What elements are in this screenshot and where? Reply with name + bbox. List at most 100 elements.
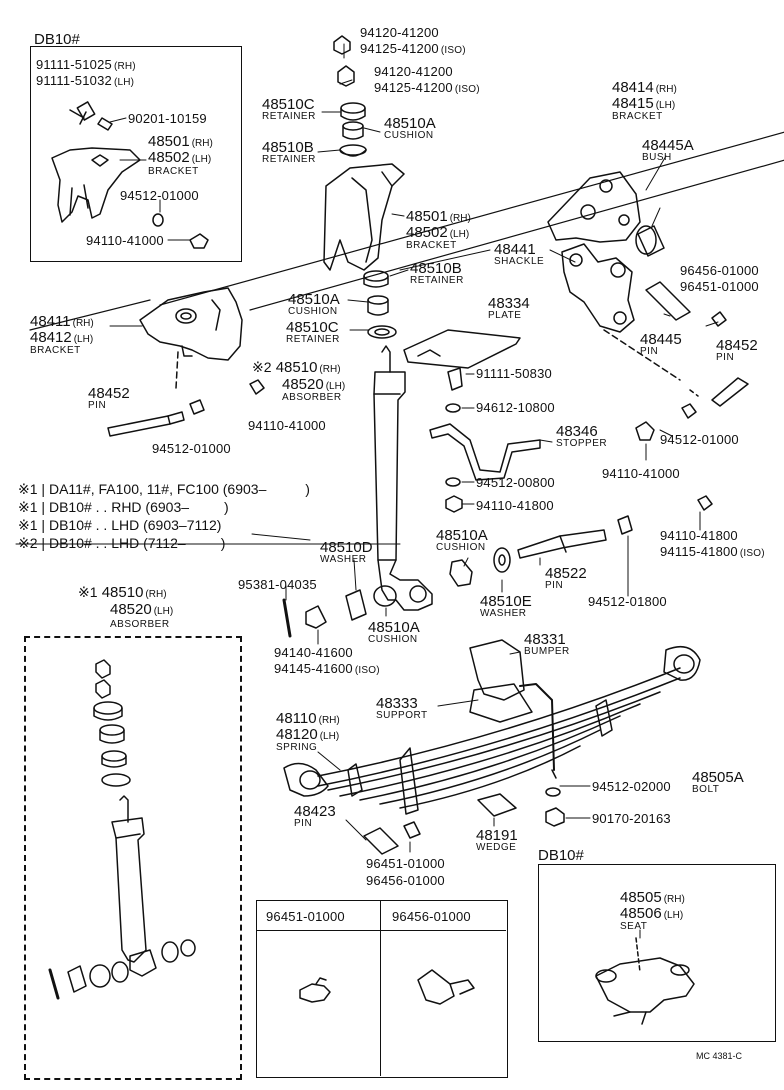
cotter-95381-label: 95381-04035 xyxy=(238,577,317,592)
lower-mount-stack xyxy=(363,270,397,339)
shock-absorber-drawing xyxy=(373,345,433,611)
lh-tag: (LH) xyxy=(655,100,676,111)
iso-tag: (ISO) xyxy=(454,84,480,95)
bumper-48331-number: 48331 xyxy=(524,631,566,648)
note-1: ※1 | DA11#, FA100, 11#, FC100 (6903– ) xyxy=(18,481,310,497)
absorber1-dashed-box xyxy=(24,636,242,1080)
right-pins-drawing xyxy=(635,281,749,441)
bracket-48415-number: 48415 xyxy=(612,95,654,112)
absorber1-rh-label: ※1 48510(RH) xyxy=(78,585,167,600)
washer-94512-00800-label: 94512-00800 xyxy=(476,475,555,490)
bolt-rh-label: 91111-51025(RH) xyxy=(36,58,136,72)
note-2: ※1 | DB10# . . RHD (6903– ) xyxy=(18,499,229,515)
frame-rail-line xyxy=(249,159,784,311)
spring-pin-drawing xyxy=(363,821,421,855)
cushion-48510a-label: 48510A CUSHION xyxy=(384,116,436,141)
fittings-table xyxy=(256,900,508,1078)
nut-94145-label: 94145-41600(ISO) xyxy=(274,662,380,676)
absorber2-rh-label: ※2 48510(RH) xyxy=(252,360,341,375)
pin-48452-left-name: PIN xyxy=(88,400,107,411)
right-bracket-drawing xyxy=(547,171,665,257)
spring-48120-number: 48120 xyxy=(276,726,318,743)
washer-48510e-label: 48510E WASHER xyxy=(480,594,532,619)
bracket-48502-label: 48502(LH) xyxy=(148,150,211,165)
absorber1-mark: ※1 xyxy=(78,584,98,600)
absorber1-name: ABSORBER xyxy=(110,619,170,630)
retainer-48510c-name: RETAINER xyxy=(262,111,316,122)
bracket-name: BRACKET xyxy=(148,166,199,177)
iso-tag: (ISO) xyxy=(440,45,466,56)
pin-48452-right-label: 48452 PIN xyxy=(716,338,758,363)
cushion-48510a-name: CUSHION xyxy=(384,130,434,141)
shock-bracket-lh-number: 48502 xyxy=(406,224,448,241)
iso-tag: (ISO) xyxy=(739,548,765,559)
lh-tag: (LH) xyxy=(663,910,684,921)
bolt-lh-side: (LH) xyxy=(113,77,135,88)
shock-bracket-lh-label: 48502(LH) xyxy=(406,225,469,240)
iso-tag: (ISO) xyxy=(354,665,380,676)
plate-48334-name: PLATE xyxy=(488,310,522,321)
nut-94110-label: 94110-41000 xyxy=(86,233,164,248)
spring-name: SPRING xyxy=(276,742,318,753)
washer-48510e-name: WASHER xyxy=(480,608,527,619)
retainer-48510c-2-number: 48510C xyxy=(286,319,339,336)
washer-94512-label: 94512-01000 xyxy=(120,188,199,203)
seat-name: SEAT xyxy=(620,921,648,932)
lower-pin-drawing xyxy=(449,495,713,587)
nut-94125-number: 94125-41200 xyxy=(360,41,439,56)
retainer-48510b-label: 48510B RETAINER xyxy=(262,140,316,165)
note-4-mark: ※2 xyxy=(18,535,38,551)
pin-48445-name: PIN xyxy=(640,346,659,357)
washer-48510d-number: 48510D xyxy=(320,539,373,556)
bracket-48502-side: (LH) xyxy=(191,154,212,165)
bumper-drawing xyxy=(469,639,565,827)
bush-48445a-name: BUSH xyxy=(642,152,672,163)
spring-48110-number: 48110 xyxy=(276,710,317,727)
pin-48445-label: 48445 PIN xyxy=(640,332,682,357)
shackle-48441-name: SHACKLE xyxy=(494,256,545,267)
note-1-close: ) xyxy=(305,481,310,497)
bracket-48411-number: 48411 xyxy=(30,313,71,330)
retainer-48510b-2-label: 48510B RETAINER xyxy=(410,261,464,286)
fittings-table-divider xyxy=(380,900,381,1076)
note-4: ※2 | DB10# . . LHD (7112– ) xyxy=(18,535,226,551)
plate-48334-number: 48334 xyxy=(488,295,530,312)
retainer-48510c-2-name: RETAINER xyxy=(286,334,340,345)
bolt-48505a-name: BOLT xyxy=(692,784,720,795)
rh-tag: (RH) xyxy=(72,318,94,329)
rh-tag: (RH) xyxy=(655,84,677,95)
bracket-48414-name: BRACKET xyxy=(612,111,663,122)
bracket-48414-number: 48414 xyxy=(612,79,654,96)
note-2-close: ) xyxy=(224,499,229,515)
washer-94512-left-label: 94512-01000 xyxy=(152,441,231,456)
bumper-48331-label: 48331 BUMPER xyxy=(524,632,570,657)
frame-rail-line xyxy=(29,299,151,331)
washer-48510d-name: WASHER xyxy=(320,554,367,565)
seat-48505-number: 48505 xyxy=(620,889,662,906)
cushion-48510a-3-number: 48510A xyxy=(436,527,488,544)
support-48333-name: SUPPORT xyxy=(376,710,428,721)
washer-48510d-label: 48510D WASHER xyxy=(320,540,373,565)
absorber1-lh-label: 48520(LH) xyxy=(110,602,173,617)
bolt-lh-label: 91111-51032(LH) xyxy=(36,74,134,88)
pin-48445-number: 48445 xyxy=(640,331,682,348)
grease-96456-label: 96456-01000 xyxy=(680,263,759,278)
pin-48452-left-number: 48452 xyxy=(88,385,130,402)
nut-90170-label: 90170-20163 xyxy=(592,811,671,826)
cushion-48510a-3-label: 48510A CUSHION xyxy=(436,528,488,553)
note-1-text: DA11#, FA100, 11#, FC100 (6903– xyxy=(48,481,267,497)
cushion-48510a-3-name: CUSHION xyxy=(436,542,486,553)
bracket-48412-number: 48412 xyxy=(30,329,72,346)
seat-drawing xyxy=(595,937,695,1025)
absorber1-drawing xyxy=(48,659,196,1000)
shackle-48441-label: 48441 SHACKLE xyxy=(494,242,544,267)
note-2-text: DB10# . . RHD (6903– xyxy=(48,499,190,515)
spring-48120-label: 48120(LH) xyxy=(276,727,339,742)
cushion-48510a-4-name: CUSHION xyxy=(368,634,418,645)
bracket-48415-label: 48415(LH) xyxy=(612,96,675,111)
lh-tag: (LH) xyxy=(73,334,94,345)
upper-mount-stack xyxy=(333,35,367,157)
nut-94110-41800-right-label: 94110-41800 xyxy=(660,528,738,543)
pin-48423-number: 48423 xyxy=(294,803,336,820)
shock-bracket-rh-label: 48501(RH) xyxy=(406,209,471,224)
